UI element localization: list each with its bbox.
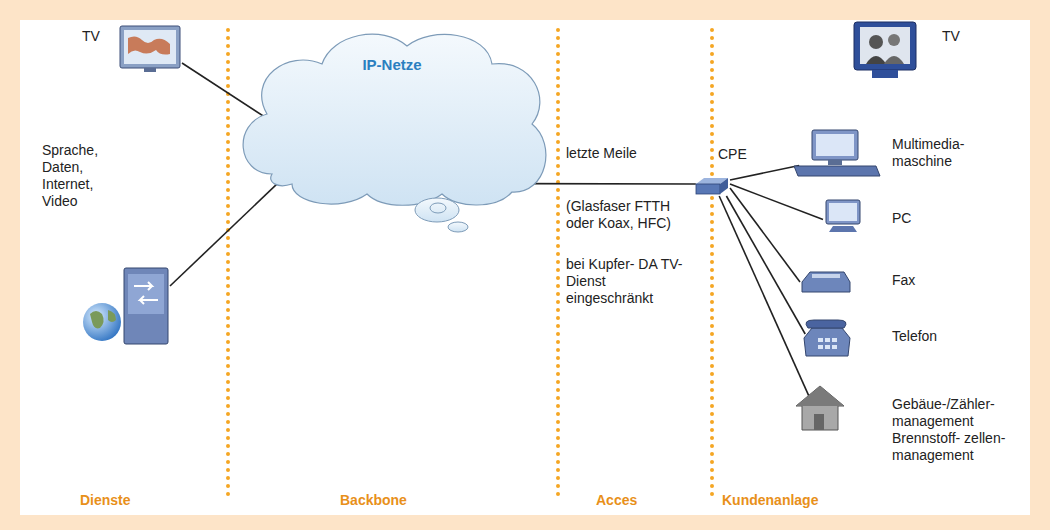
icon-graphic — [792, 128, 882, 178]
icon-graphic — [794, 382, 846, 434]
device-icon: Gebäue-/Zähler- management Brennstoff- z… — [794, 382, 846, 434]
device-icon: Multimedia- maschine — [792, 128, 882, 178]
device-icon: Fax — [800, 268, 852, 296]
zone-label: Backbone — [340, 492, 407, 508]
connection-line — [182, 63, 274, 123]
connection-line — [170, 169, 293, 286]
icon-graphic — [694, 176, 730, 196]
icon-graphic — [800, 268, 852, 296]
device-label: Sprache, Daten, Internet, Video — [42, 142, 117, 210]
device-label: TV — [82, 28, 112, 45]
device-label: Fax — [892, 272, 952, 289]
connection-line — [730, 184, 823, 220]
network-cloud: IP-Netze — [232, 24, 552, 234]
icon-graphic — [232, 24, 552, 234]
device-label: CPE — [718, 146, 758, 163]
device-label: Telefon — [892, 328, 972, 345]
note-text: bei Kupfer- DA TV-Dienst eingeschränkt — [566, 256, 691, 307]
zone-label: Kundenanlage — [722, 492, 818, 508]
device-label: Multimedia- maschine — [892, 136, 987, 170]
connection-line — [719, 196, 809, 398]
device-label: Gebäue-/Zähler- management Brennstoff- z… — [892, 396, 1017, 464]
device-icon: CPE — [694, 176, 730, 196]
note-text: (Glasfaser FTTH oder Koax, HFC) — [566, 198, 691, 232]
device-icon: TV — [118, 24, 182, 76]
icon-graphic — [800, 318, 852, 358]
connection-line — [730, 166, 799, 181]
device-icon: Sprache, Daten, Internet, Video — [80, 266, 170, 346]
zone-label: Dienste — [80, 492, 131, 508]
device-icon: TV — [852, 20, 918, 80]
connection-line — [520, 183, 696, 185]
device-label: PC — [892, 210, 952, 227]
icon-graphic — [823, 198, 863, 234]
device-label: TV — [942, 28, 982, 45]
device-icon: Telefon — [800, 318, 852, 358]
connection-line — [730, 188, 800, 282]
icon-graphic — [118, 24, 182, 76]
network-label: IP-Netze — [232, 56, 552, 73]
note-text: letzte Meile — [566, 145, 676, 162]
connection-line — [726, 196, 805, 334]
device-icon: PC — [823, 198, 863, 234]
icon-graphic — [852, 20, 918, 80]
zone-label: Acces — [596, 492, 637, 508]
icon-graphic — [80, 266, 170, 346]
